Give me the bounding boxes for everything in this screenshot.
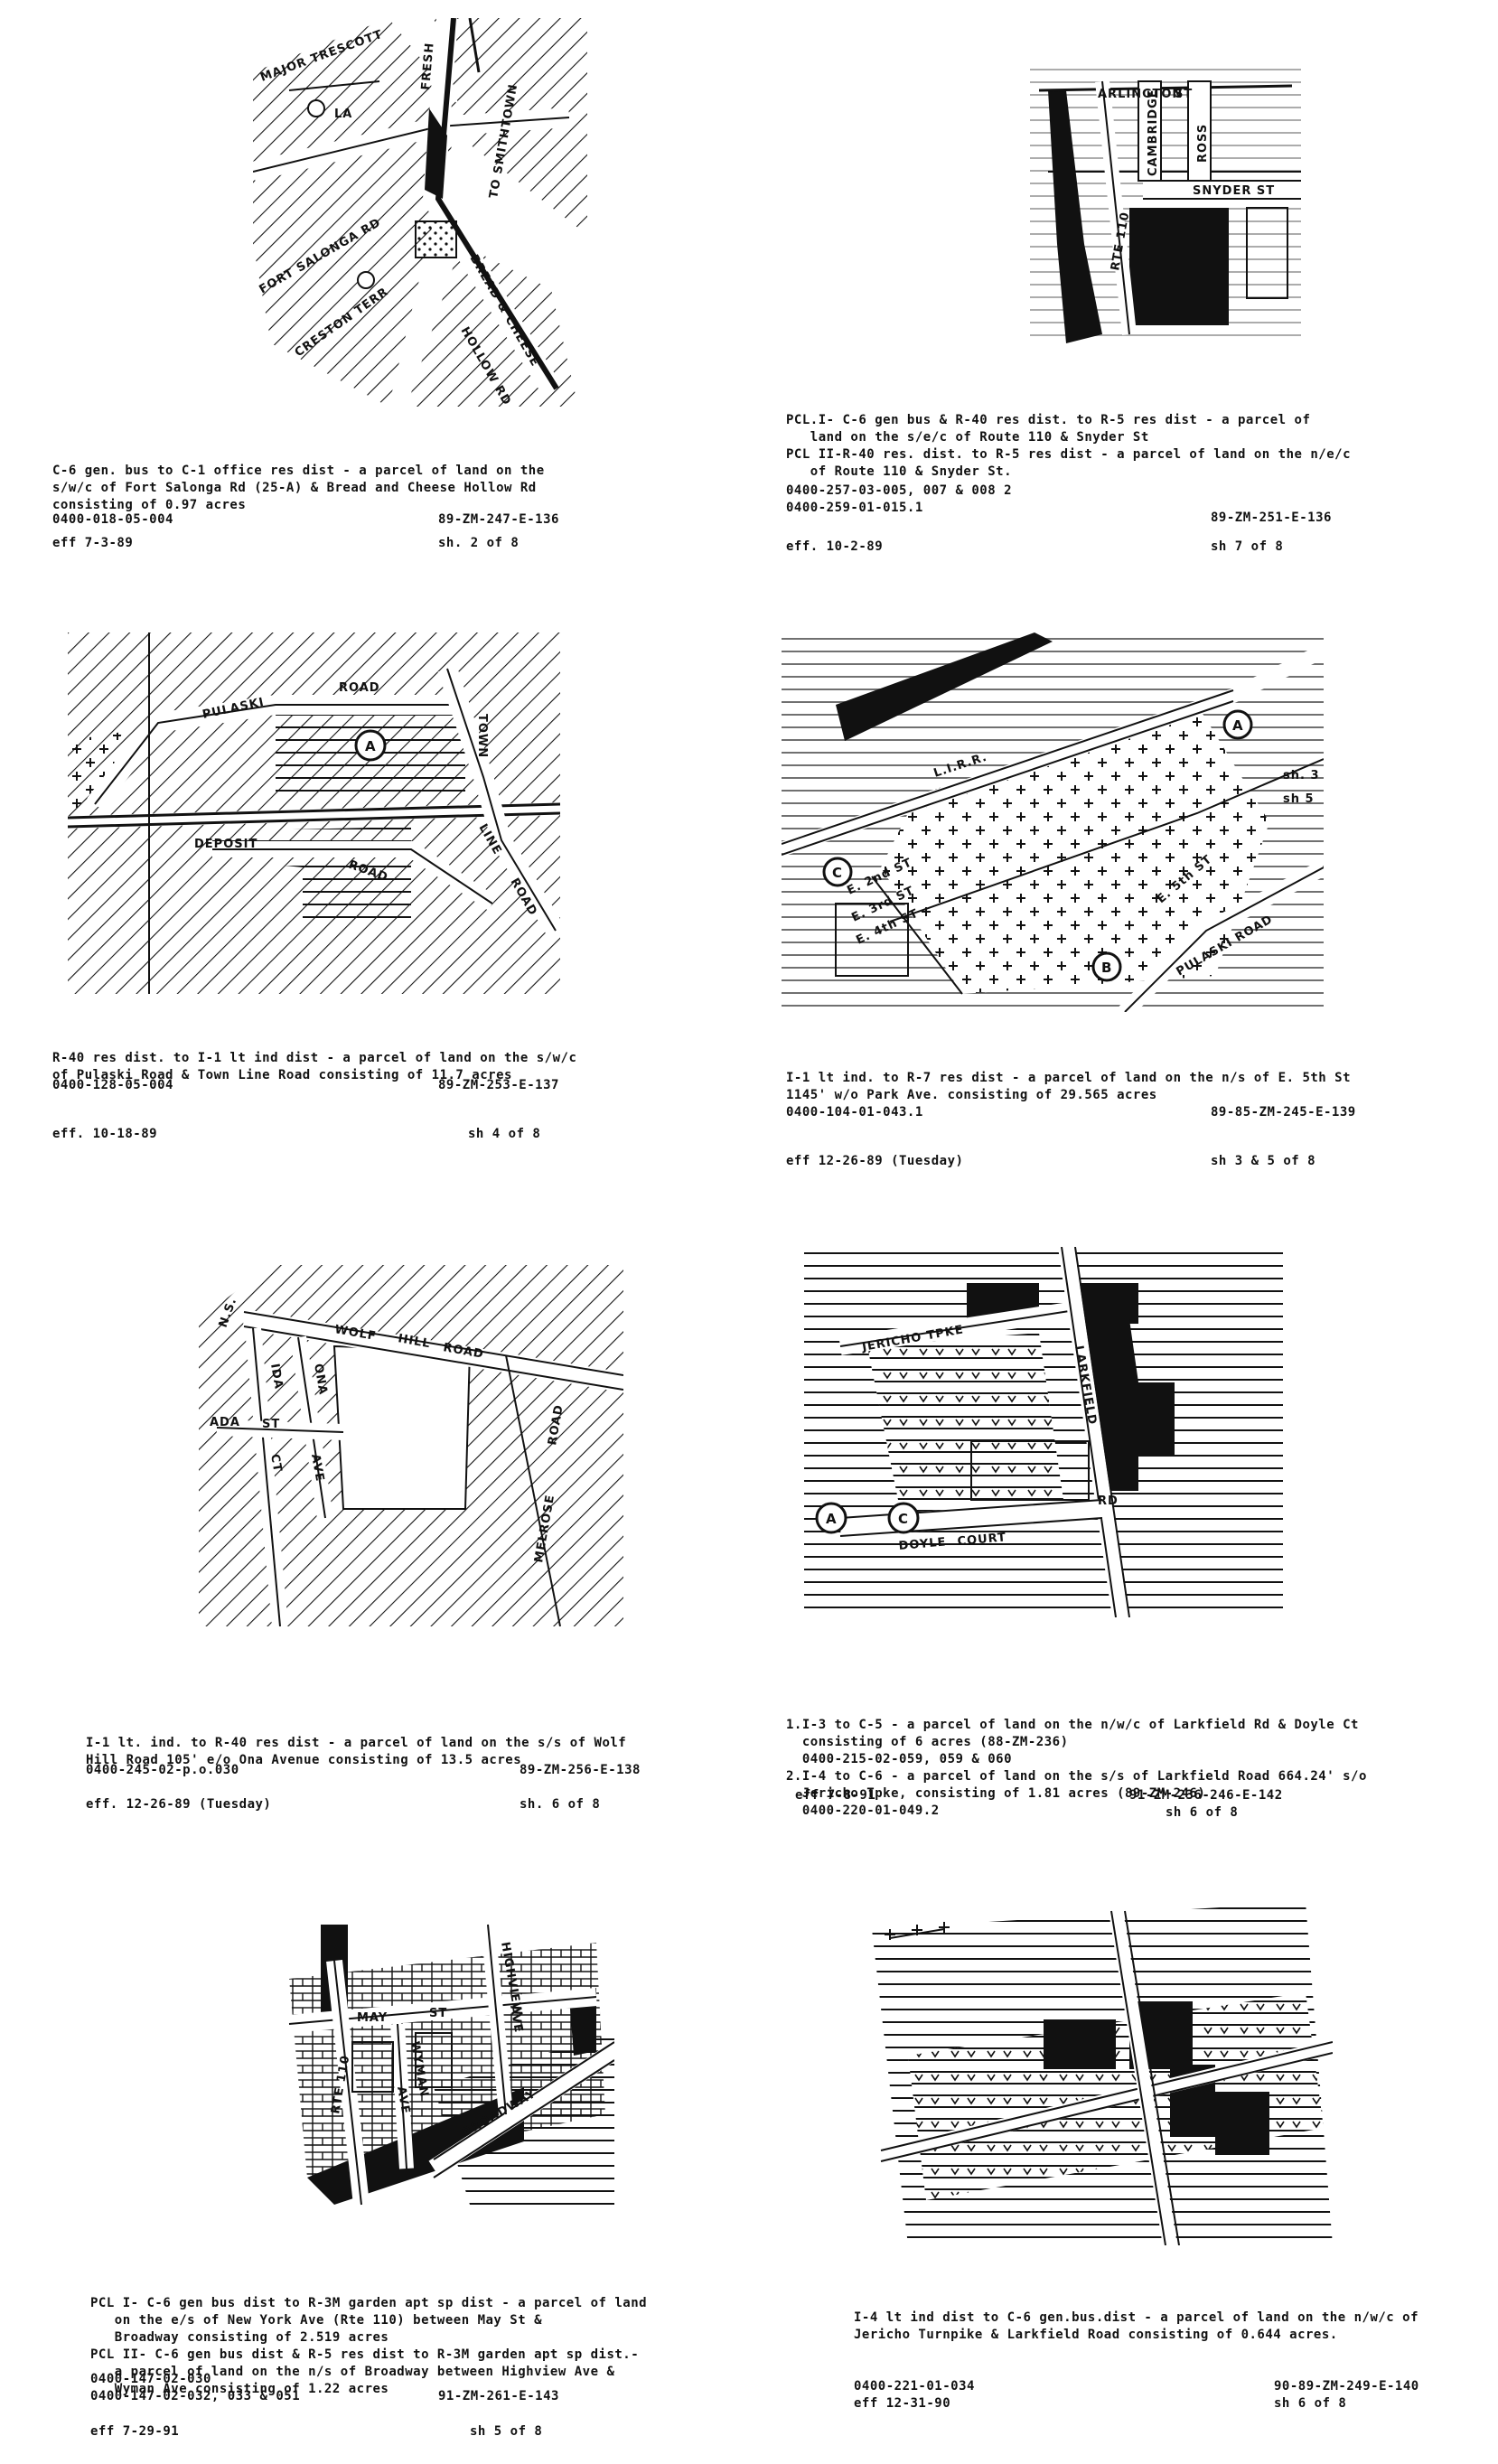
tax-map-number: 0400-221-01-034 (854, 2379, 975, 2394)
map-label: CAMBRIDGE (1147, 89, 1160, 176)
map-label: CT (267, 1453, 284, 1474)
map-label: ARLINGTON (1098, 88, 1183, 101)
map-label: sh 5 (1283, 792, 1315, 806)
zoning-map-8 (872, 1902, 1333, 2245)
zoning-map-3: A PULASKI ROAD TOWN LINE ROAD DEPOSIT RO… (68, 632, 560, 994)
effective-date: eff 7-8-91 (795, 1788, 876, 1803)
map-label: COURT (957, 1531, 1007, 1549)
tax-map-number: 0400-128-05-004 (52, 1078, 173, 1092)
zoning-description: C-6 gen. bus to C-1 office res dist - a … (52, 464, 545, 512)
tax-map-number: 0400-104-01-043.1 (786, 1105, 923, 1120)
zoning-description: R-40 res dist. to I-1 lt ind dist - a pa… (52, 1051, 577, 1082)
map-label: ST (262, 1418, 280, 1431)
map-label: sh. 3 (1283, 769, 1320, 782)
effective-date: eff. 10-2-89 (786, 539, 884, 554)
change-code: 89-85-ZM-245-E-139 (1211, 1105, 1356, 1120)
map-label: FRESH (419, 42, 437, 90)
map-label: ST (1175, 88, 1193, 101)
map-label: DEPOSIT (194, 838, 257, 851)
effective-date: eff 7-3-89 (52, 536, 134, 550)
zoning-map-1: MAJOR TRESCOTT LA FRESH TO SMITHTOWN FOR… (253, 18, 587, 407)
map-label: HILL (397, 1332, 431, 1351)
map-label: ST (429, 2007, 447, 2020)
map-label: ONA (311, 1363, 330, 1396)
map-label: AVE (394, 2085, 412, 2115)
parcel-marker: A (1232, 717, 1243, 734)
sheet-number: sh 5 of 8 (470, 2424, 543, 2439)
zoning-map-6: A C JERICHO TPKE LARKFIELD DOYLE COURT R… (804, 1247, 1283, 1617)
change-code: 91-ZM-236-246-E-142 (1129, 1788, 1283, 1803)
map-label: SNYDER ST (1193, 184, 1275, 198)
zoning-description: I-1 lt ind. to R-7 res dist - a parcel o… (786, 1071, 1352, 1102)
zoning-description: I-1 lt. ind. to R-40 res dist - a parcel… (86, 1736, 627, 1767)
sheet-number: sh 4 of 8 (468, 1127, 541, 1141)
map-label: ADA (210, 1416, 240, 1429)
map-label: AVE (308, 1453, 326, 1483)
zoning-map-5: WOLF HILL ROAD N.S. IDA ONA ADA ST CT AV… (199, 1265, 623, 1626)
zoning-description: PCL.I- C-6 gen bus & R-40 res dist. to R… (786, 413, 1352, 479)
zoning-map-2: ARLINGTON ST RTE 110 CAMBRIDGE ROSS SNYD… (1030, 63, 1301, 343)
map-label: TOWN (475, 714, 489, 758)
map-label: MAY (357, 2011, 388, 2025)
tax-map-number: 0400-245-02-p.o.030 (86, 1763, 239, 1777)
zoning-map-4: A C B L.I.R.R. sh. 3 sh 5 E. 2nd ST E. 3… (782, 632, 1324, 1012)
effective-date: eff 12-31-90 (854, 2396, 951, 2411)
tax-map-number: 0400-147-02-030 0400-147-02-032, 033 & 0… (90, 2372, 301, 2403)
change-code: 89-ZM-253-E-137 (438, 1078, 559, 1092)
effective-date: eff 7-29-91 (90, 2424, 180, 2439)
zoning-description: I-4 lt ind dist to C-6 gen.bus.dist - a … (854, 2310, 1419, 2342)
tax-map-number: 0400-018-05-004 (52, 512, 173, 527)
map-label: IDA (267, 1363, 286, 1391)
change-code: 90-89-ZM-249-E-140 (1274, 2379, 1419, 2394)
parcel-marker: C (898, 1511, 908, 1527)
effective-date: eff. 12-26-89 (Tuesday) (86, 1797, 272, 1812)
parcel-marker: B (1101, 960, 1111, 976)
change-code: 89-ZM-256-E-138 (520, 1763, 641, 1777)
sheet-number: sh. 2 of 8 (438, 536, 520, 550)
map-label: ROAD (339, 681, 380, 695)
map-label: AVE (507, 2004, 525, 2034)
parcel-marker: A (826, 1511, 837, 1527)
parcel-marker: C (832, 865, 842, 881)
zoning-map-7: MAY ST HIGHVIEW AVE RTE 110 WYMAN AVE BR… (288, 1924, 614, 2206)
map-label: ROSS (1196, 124, 1210, 163)
change-code: 89-ZM-247-E-136 (438, 512, 559, 527)
map-label: DOYLE (898, 1535, 947, 1553)
sheet-number: sh 6 of 8 (1166, 1805, 1239, 1820)
sheet-number: sh 6 of 8 (1274, 2396, 1347, 2411)
sheet-number: sh 3 & 5 of 8 (1211, 1154, 1316, 1168)
effective-date: eff 12-26-89 (Tuesday) (786, 1154, 964, 1168)
sheet-number: sh. 6 of 8 (520, 1797, 601, 1812)
zoning-description: PCL I- C-6 gen bus dist to R-3M garden a… (90, 2296, 648, 2396)
zoning-description: 1.I-3 to C-5 - a parcel of land on the n… (786, 1718, 1367, 1818)
map-label: LA (334, 108, 352, 121)
sheet-number: sh 7 of 8 (1211, 539, 1284, 554)
tax-map-number: 0400-257-03-005, 007 & 008 2 0400-259-01… (786, 483, 1013, 515)
effective-date: eff. 10-18-89 (52, 1127, 158, 1141)
parcel-marker: A (365, 738, 376, 754)
map-label: RD (1098, 1494, 1119, 1508)
change-code: 91-ZM-261-E-143 (438, 2389, 559, 2403)
change-code: 89-ZM-251-E-136 (1211, 511, 1332, 525)
